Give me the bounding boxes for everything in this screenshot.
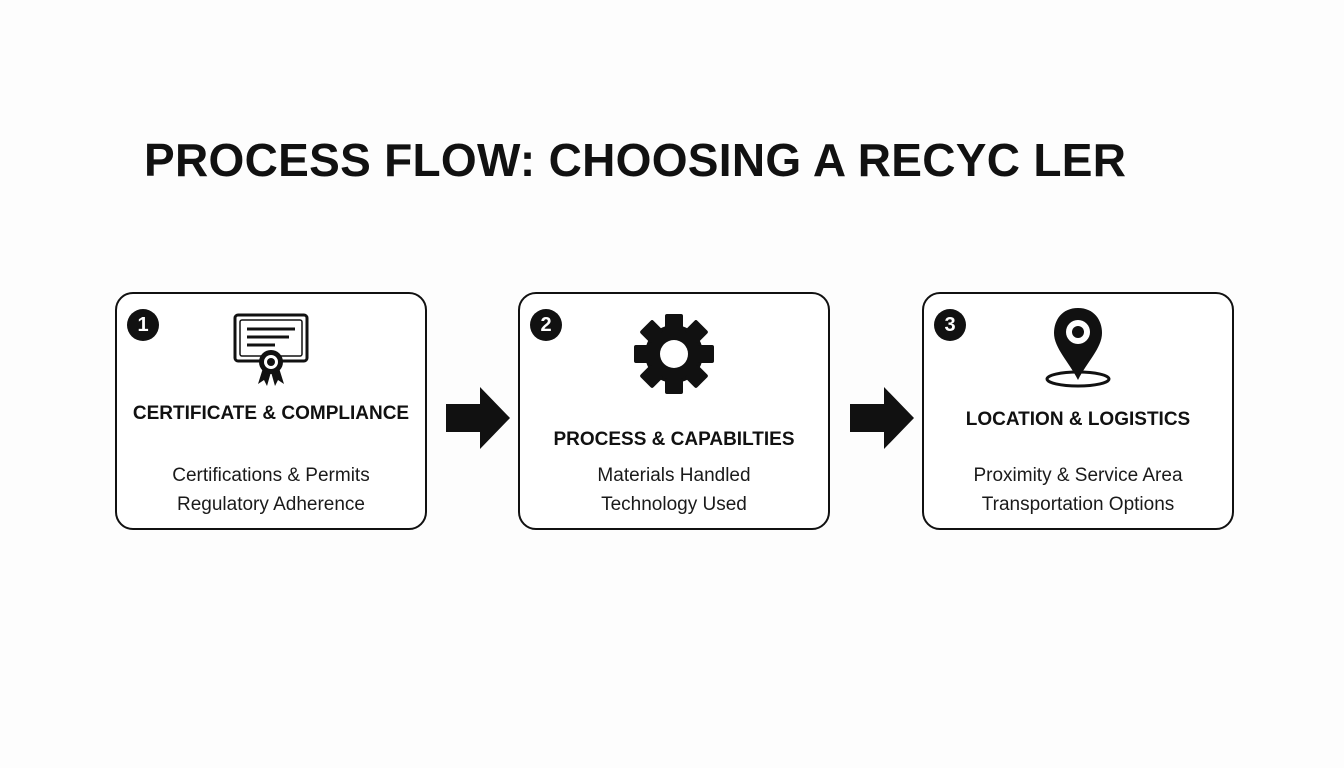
arrow-right-icon xyxy=(446,387,510,449)
step-detail-item: Regulatory Adherence xyxy=(176,494,365,515)
arrow-right-icon xyxy=(850,387,914,449)
step-detail-item: Materials Handled xyxy=(597,465,751,486)
certificate-icon xyxy=(233,313,309,386)
step-detail-item: Proximity & Service Area xyxy=(973,465,1183,486)
step-title: PROCESS & CAPABILTIES xyxy=(553,429,795,450)
step-card-certificate-compliance: 1 CERTIFICATE & COMPLIANCE Certification… xyxy=(115,292,427,530)
step-detail-item: Certifications & Permits xyxy=(172,465,370,486)
gear-icon xyxy=(634,314,714,394)
page-title: PROCESS FLOW: CHOOSING A RECYC LER xyxy=(144,134,1127,186)
step-number-badge: 1 xyxy=(127,309,159,341)
step-title: CERTIFICATE & COMPLIANCE xyxy=(132,403,410,424)
step-number-badge: 2 xyxy=(530,309,562,341)
step-number-badge: 3 xyxy=(934,309,966,341)
step-details: Certifications & Permits Regulatory Adhe… xyxy=(127,461,415,519)
step-card-process-capabilities: 2 PROCESS & CAPABILTIES Materials Handle… xyxy=(518,292,830,530)
step-detail-item: Transportation Options xyxy=(981,494,1175,515)
step-details: Proximity & Service Area Transportation … xyxy=(934,461,1222,519)
step-title: LOCATION & LOGISTICS xyxy=(965,409,1191,430)
step-detail-item: Technology Used xyxy=(601,494,747,515)
location-pin-icon xyxy=(1045,308,1111,388)
step-card-location-logistics: 3 LOCATION & LOGISTICS Proximity & Servi… xyxy=(922,292,1234,530)
step-details: Materials Handled Technology Used xyxy=(530,461,818,519)
